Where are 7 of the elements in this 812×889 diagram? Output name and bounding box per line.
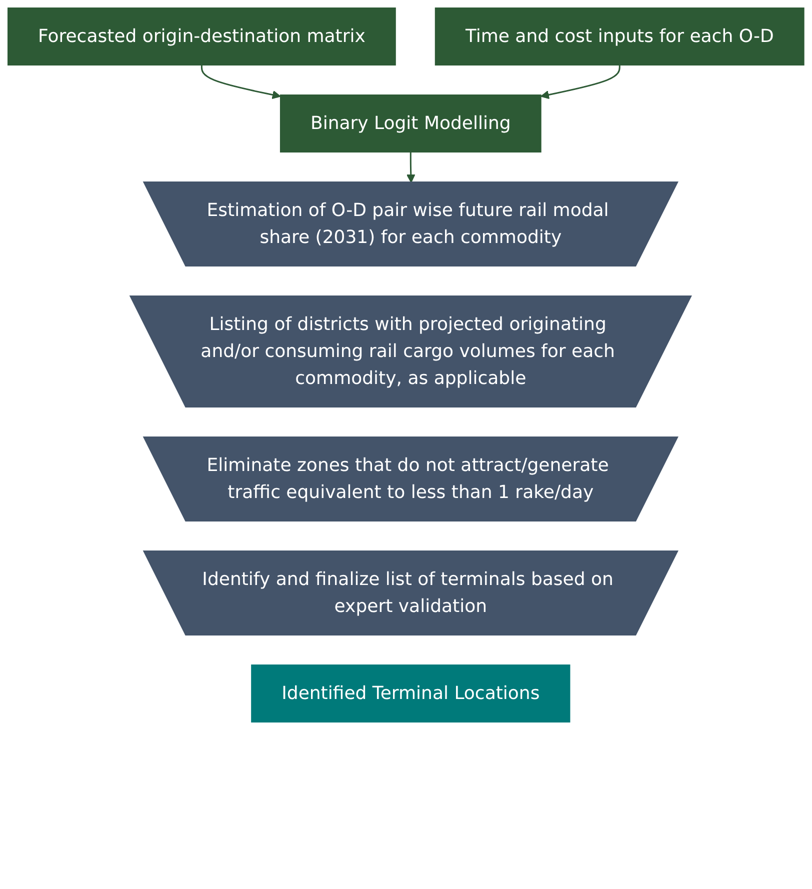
node-box: Time and cost inputs for each O-D [434,8,804,66]
arrow [540,65,620,100]
node-box: Forecasted origin-destination matrix [8,8,396,66]
arrow [406,152,416,183]
arrow [201,65,281,100]
node-box: Binary Logit Modelling [280,94,542,152]
node-box: Identified Terminal Locations [251,664,570,722]
